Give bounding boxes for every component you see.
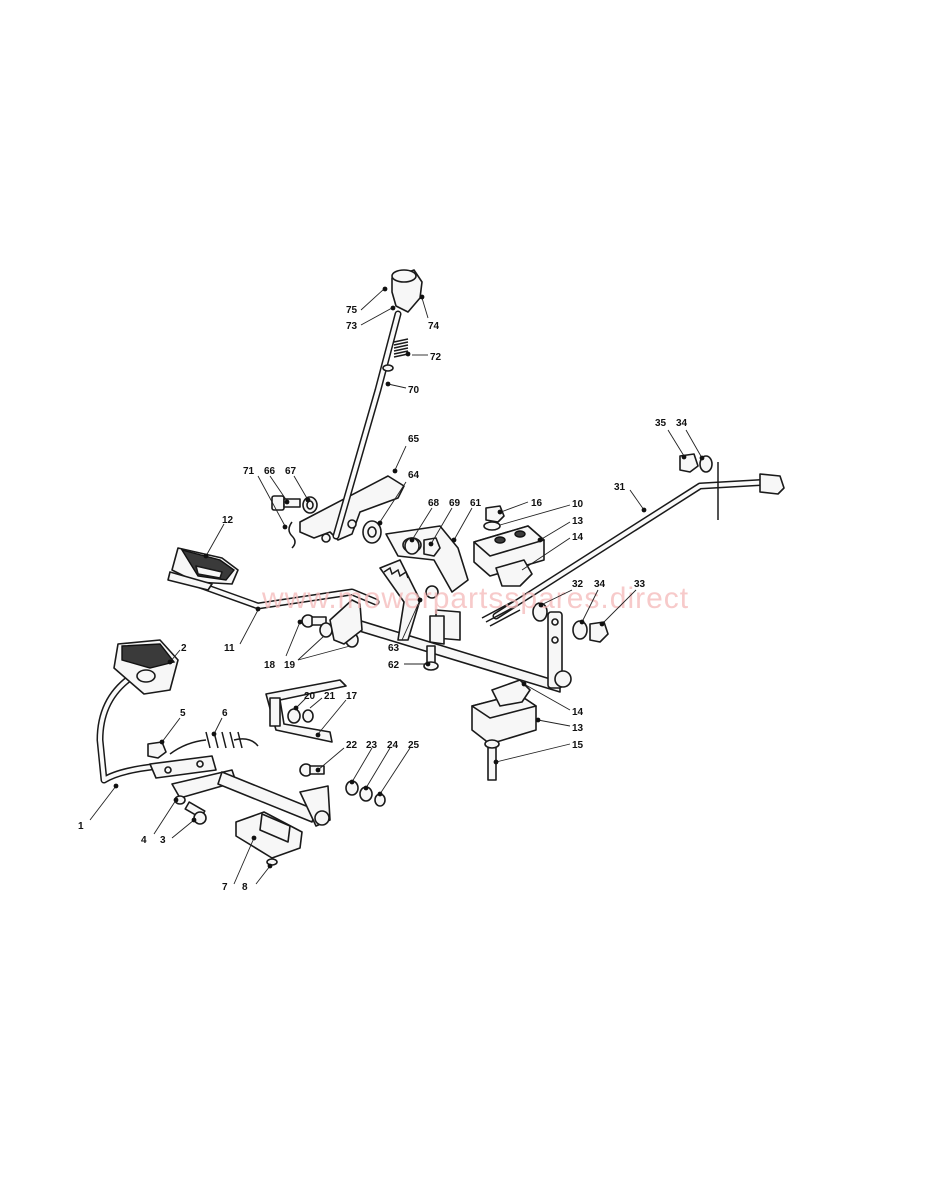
callout-24: 24	[387, 740, 399, 751]
nut-16-part	[483, 505, 505, 531]
callout-1: 1	[78, 821, 84, 832]
callout-23: 23	[366, 740, 378, 751]
callout-35: 35	[655, 418, 667, 429]
callout-65: 65	[408, 434, 420, 445]
callout-25: 25	[408, 740, 420, 751]
callout-12: 12	[222, 515, 234, 526]
lift-lever-rod-part	[332, 310, 402, 540]
washer-34-part	[572, 620, 588, 640]
callout-75: 75	[346, 305, 358, 316]
callout-70: 70	[408, 385, 420, 396]
callout-74: 74	[428, 321, 440, 332]
callout-14-upper: 14	[572, 532, 584, 543]
callout-6: 6	[222, 708, 228, 719]
rod-end-nut-part	[759, 473, 785, 495]
callout-15: 15	[572, 740, 584, 751]
brake-rod-part	[176, 574, 380, 610]
callout-72: 72	[430, 352, 442, 363]
callout-5: 5	[180, 708, 186, 719]
callout-63: 63	[388, 643, 400, 654]
callout-20: 20	[304, 691, 316, 702]
callout-21: 21	[324, 691, 336, 702]
pedal-shaft-part	[171, 769, 331, 827]
callout-14-lower: 14	[572, 707, 584, 718]
callout-73: 73	[346, 321, 358, 332]
pedal-lever-part	[96, 674, 217, 784]
washer-21-part	[302, 709, 314, 723]
callout-11: 11	[224, 643, 235, 654]
bracket-upper-part	[473, 525, 545, 587]
callout-62: 62	[388, 660, 400, 671]
callout-69: 69	[449, 498, 461, 509]
callout-64: 64	[408, 470, 420, 481]
callout-13-upper: 13	[572, 516, 584, 527]
bracket-7-part	[235, 811, 303, 866]
callouts: 75 73 74 72 70 65 71 66 67 64 68 69 61 1…	[78, 286, 705, 893]
lever-arm-part	[299, 475, 405, 543]
spring-72-part	[393, 338, 409, 358]
callout-34-mid: 34	[594, 579, 606, 590]
callout-22: 22	[346, 740, 358, 751]
bolt-18-part	[301, 614, 327, 628]
pedal-pad-part	[167, 547, 239, 591]
callout-68: 68	[428, 498, 440, 509]
bracket-17-part	[265, 679, 347, 743]
callout-4: 4	[141, 835, 147, 846]
washer-19a-part	[319, 622, 333, 638]
lever-knob-part	[391, 269, 423, 313]
bolt-66-part	[271, 495, 301, 511]
callout-16: 16	[531, 498, 543, 509]
callout-10: 10	[572, 499, 584, 510]
washer-20-part	[287, 708, 301, 724]
watermark: www.mowerpartsspares.direct	[261, 582, 689, 615]
callout-33: 33	[634, 579, 646, 590]
callout-2: 2	[181, 643, 187, 654]
bracket-lower-part	[471, 679, 537, 781]
callout-19: 19	[284, 660, 296, 671]
callout-66: 66	[264, 466, 276, 477]
washer-70-part	[382, 364, 394, 372]
pin-71-part	[288, 521, 296, 549]
spring-6-part	[169, 731, 259, 755]
ratchet-bracket-part	[379, 559, 461, 645]
callout-31: 31	[614, 482, 626, 493]
callout-7: 7	[222, 882, 228, 893]
callout-71: 71	[243, 466, 255, 477]
callout-67: 67	[285, 466, 297, 477]
callout-61: 61	[470, 498, 482, 509]
callout-13-lower: 13	[572, 723, 584, 734]
nut-33-part	[589, 621, 609, 643]
callout-34-top: 34	[676, 418, 688, 429]
long-rod-part	[481, 478, 774, 627]
callout-32: 32	[572, 579, 584, 590]
nut-5-part	[147, 741, 167, 759]
callout-18: 18	[264, 660, 276, 671]
callout-17: 17	[346, 691, 358, 702]
pedal-pad-2-part	[113, 639, 179, 695]
link-plate-part	[329, 599, 363, 645]
callout-8: 8	[242, 882, 248, 893]
callout-3: 3	[160, 835, 166, 846]
bushing-64-part	[362, 520, 382, 544]
